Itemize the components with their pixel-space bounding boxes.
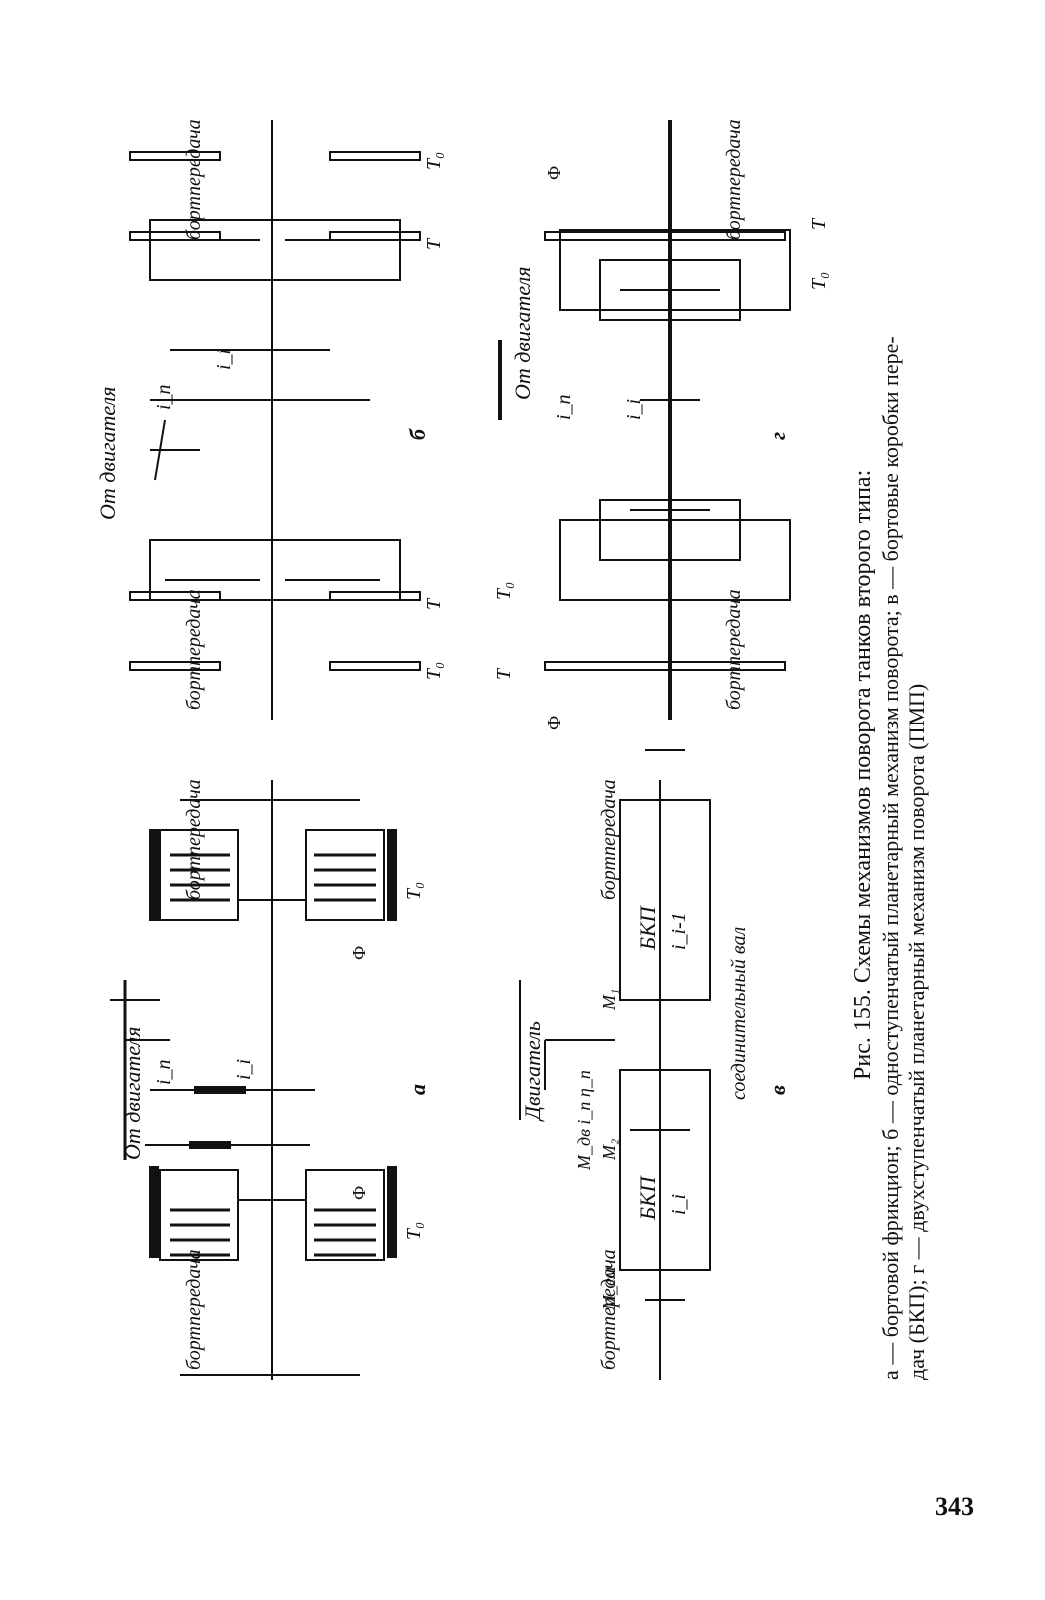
panel-v-bkp2-ratio: i_i-1 [668,912,690,950]
panel-g-ip: i_п [553,394,575,420]
panel-a-engine: От двигателя [120,1027,145,1160]
panel-v [519,749,711,1380]
panel-a [110,780,397,1380]
panel-v-engine: Двигатель [520,1021,545,1122]
panel-g [498,120,791,720]
panel-b [129,120,421,720]
panel-g-final-drive-left: бортпередача [723,589,745,710]
panel-a-ip: i_п [153,1059,175,1085]
panel-b-T0-right: Т₀ [423,152,445,170]
caption-line-2: а — бортовой фрикцион; б — одноступенчат… [878,336,903,1380]
panel-b-ip: i_п [153,384,175,410]
panel-v-final-drive-left: бортпередача [598,1249,620,1370]
panel-g-engine: От двигателя [510,267,535,400]
panel-b-final-drive-left: бортпередача [183,589,205,710]
panel-a-T0-left: Т₀ [403,1222,425,1240]
panel-v-shaft: соединительный вал [728,927,750,1100]
panel-b-T-right: Т [423,237,445,250]
panel-v-bkp1-ratio: i_i [668,1194,690,1215]
panel-v-bkp2: БКП [635,905,660,951]
panel-g-T-left: Т [493,667,515,680]
panel-a-T0-right: Т₀ [403,882,425,900]
caption-line-1: Рис. 155. Схемы механизмов поворота танк… [850,470,876,1080]
panel-g-final-drive-right: бортпередача [723,119,745,240]
panel-a-final-drive-left: бортпередача [183,1249,205,1370]
panel-a-F-left: Ф [349,1186,369,1200]
panel-g-ii: i_i [623,399,645,420]
panel-v-bkp1: БКП [635,1175,660,1221]
panel-v-M2: M₂ [599,1139,619,1161]
panel-b-final-drive-right: бортпередача [183,119,205,240]
panel-g-letter: г [765,432,790,440]
panel-b-engine: От двигателя [95,387,120,520]
panel-v-letter: в [765,1085,790,1095]
panel-b-T-left: Т [423,597,445,610]
panel-v-Mdv: M_дв i_п η_п [574,1070,594,1171]
panel-v-Mem: M_ем [599,1266,619,1311]
caption-line-3: дач (БКП); г — двухступенчатый планетарн… [904,684,929,1380]
panel-g-T0-right: Т₀ [808,272,830,290]
panel-g-F-left: Ф [544,716,564,730]
page-number: 343 [935,1492,974,1521]
panel-g-T0-left: Т₀ [493,582,515,600]
panel-v-final-drive-right: бортпередача [598,779,620,900]
panel-a-letter: а [405,1084,430,1095]
panel-a-final-drive-right: бортпередача [183,779,205,900]
panel-g-T-right: Т [808,217,830,230]
panel-a-F-right: Ф [349,946,369,960]
panel-g-F-right: Ф [544,166,564,180]
panel-v-M1: M₁ [599,989,619,1011]
panel-b-letter: б [405,428,430,440]
panel-b-T0-left: Т₀ [423,662,445,680]
panel-b-ii: i_i [213,349,235,370]
panel-a-ii: i_i [233,1059,255,1080]
